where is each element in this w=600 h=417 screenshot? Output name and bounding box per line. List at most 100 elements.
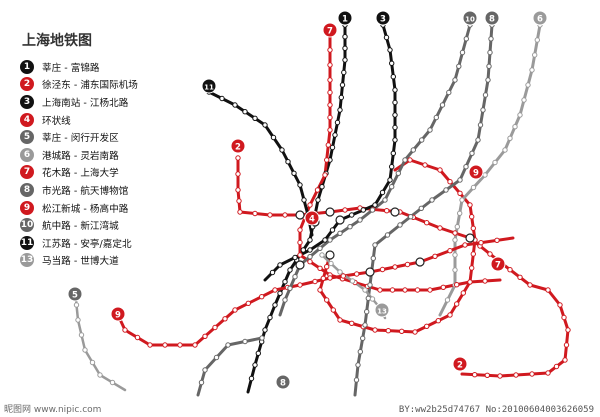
station-dot — [452, 252, 458, 258]
map-line-badge: 8 — [484, 10, 500, 26]
station-dot — [457, 190, 463, 197]
station-dot — [327, 77, 333, 83]
station-dot — [478, 240, 484, 246]
line-badge: 8 — [20, 182, 34, 197]
station-dot — [78, 332, 85, 338]
station-dot — [467, 279, 473, 285]
station-dot — [269, 269, 276, 276]
station-dot — [369, 296, 376, 302]
station-dot — [342, 207, 348, 213]
station-dot — [349, 278, 356, 284]
interchange-station — [335, 215, 345, 225]
station-dot — [397, 222, 403, 228]
station-dot — [109, 379, 116, 386]
station-dot — [507, 267, 513, 273]
station-dot — [457, 177, 463, 183]
map-line-badge: 10 — [462, 10, 478, 26]
station-dot — [367, 282, 373, 288]
station-dot — [470, 251, 476, 257]
station-dot — [521, 97, 527, 103]
station-dot — [297, 239, 303, 246]
station-dot — [389, 60, 395, 66]
station-dot — [327, 102, 333, 108]
credit-text: BY:ww2b25d74767 No:20100604003626059 — [398, 405, 594, 415]
station-dot — [340, 273, 346, 279]
station-dot — [402, 157, 408, 163]
station-dot — [255, 350, 261, 356]
station-dot — [301, 197, 307, 203]
station-dot — [222, 316, 228, 322]
station-dot — [429, 197, 435, 203]
station-dot — [213, 354, 220, 361]
interchange-station — [295, 210, 305, 220]
map-line-badge-number: 5 — [72, 290, 78, 300]
station-dot — [424, 220, 430, 226]
line-badge: 6 — [20, 147, 34, 162]
station-dot — [545, 370, 551, 376]
station-dot — [147, 342, 153, 348]
station-dot — [408, 214, 414, 220]
legend-label: 航中路 - 新江湾城 — [42, 221, 119, 233]
station-dot — [252, 362, 258, 368]
station-dot — [387, 47, 393, 53]
map-line-badge-number: 4 — [309, 214, 315, 224]
station-dot — [287, 285, 293, 291]
station-dot — [563, 342, 570, 348]
map-line-badge: 6 — [532, 10, 548, 26]
station-dot — [377, 287, 383, 293]
station-dot — [307, 247, 313, 253]
station-dot — [307, 259, 313, 265]
line-badge: 10 — [20, 218, 34, 233]
station-dot — [322, 237, 328, 243]
station-dot — [297, 182, 303, 188]
station-dot — [452, 230, 458, 236]
station-dot — [529, 67, 535, 73]
station-dot — [277, 262, 283, 268]
station-dot — [97, 372, 103, 378]
station-dot — [557, 302, 563, 308]
station-dot — [232, 307, 238, 313]
station-dot — [390, 74, 396, 80]
station-dot — [353, 377, 360, 383]
station-dot — [242, 338, 248, 345]
station-dot — [410, 147, 416, 153]
station-dot — [320, 275, 326, 281]
station-dot — [357, 349, 363, 355]
station-dot — [424, 323, 430, 329]
station-dot — [337, 107, 343, 113]
station-dot — [282, 279, 288, 285]
map-line-badge-number: 7 — [327, 26, 333, 36]
map-line-badge: 7 — [322, 22, 338, 38]
station-dot — [407, 157, 413, 163]
station-dot — [419, 137, 425, 143]
interchange-station — [415, 257, 425, 267]
interchange-station — [465, 233, 475, 243]
station-dot — [192, 342, 198, 348]
station-dot — [562, 357, 568, 363]
map-line-badge-number: 8 — [280, 378, 286, 388]
station-dot — [202, 333, 208, 339]
station-dot — [297, 252, 303, 258]
station-dot — [472, 372, 478, 378]
map-line-badge: 11 — [201, 78, 217, 94]
station-dot — [312, 278, 318, 285]
line-badge: 5 — [20, 130, 34, 145]
station-dot — [486, 63, 492, 70]
station-dot — [387, 177, 393, 183]
station-dot — [487, 49, 493, 56]
station-dot — [365, 295, 371, 301]
station-dot — [364, 309, 370, 315]
station-dot — [452, 77, 458, 83]
station-dot — [525, 82, 531, 88]
station-dot — [317, 265, 323, 271]
station-dot — [330, 307, 336, 313]
station-dot — [437, 167, 443, 173]
station-dot — [382, 197, 388, 203]
legend-label: 江苏路 - 安亭/嘉定北 — [42, 238, 132, 250]
station-dot — [432, 253, 438, 259]
station-dot — [332, 132, 338, 138]
